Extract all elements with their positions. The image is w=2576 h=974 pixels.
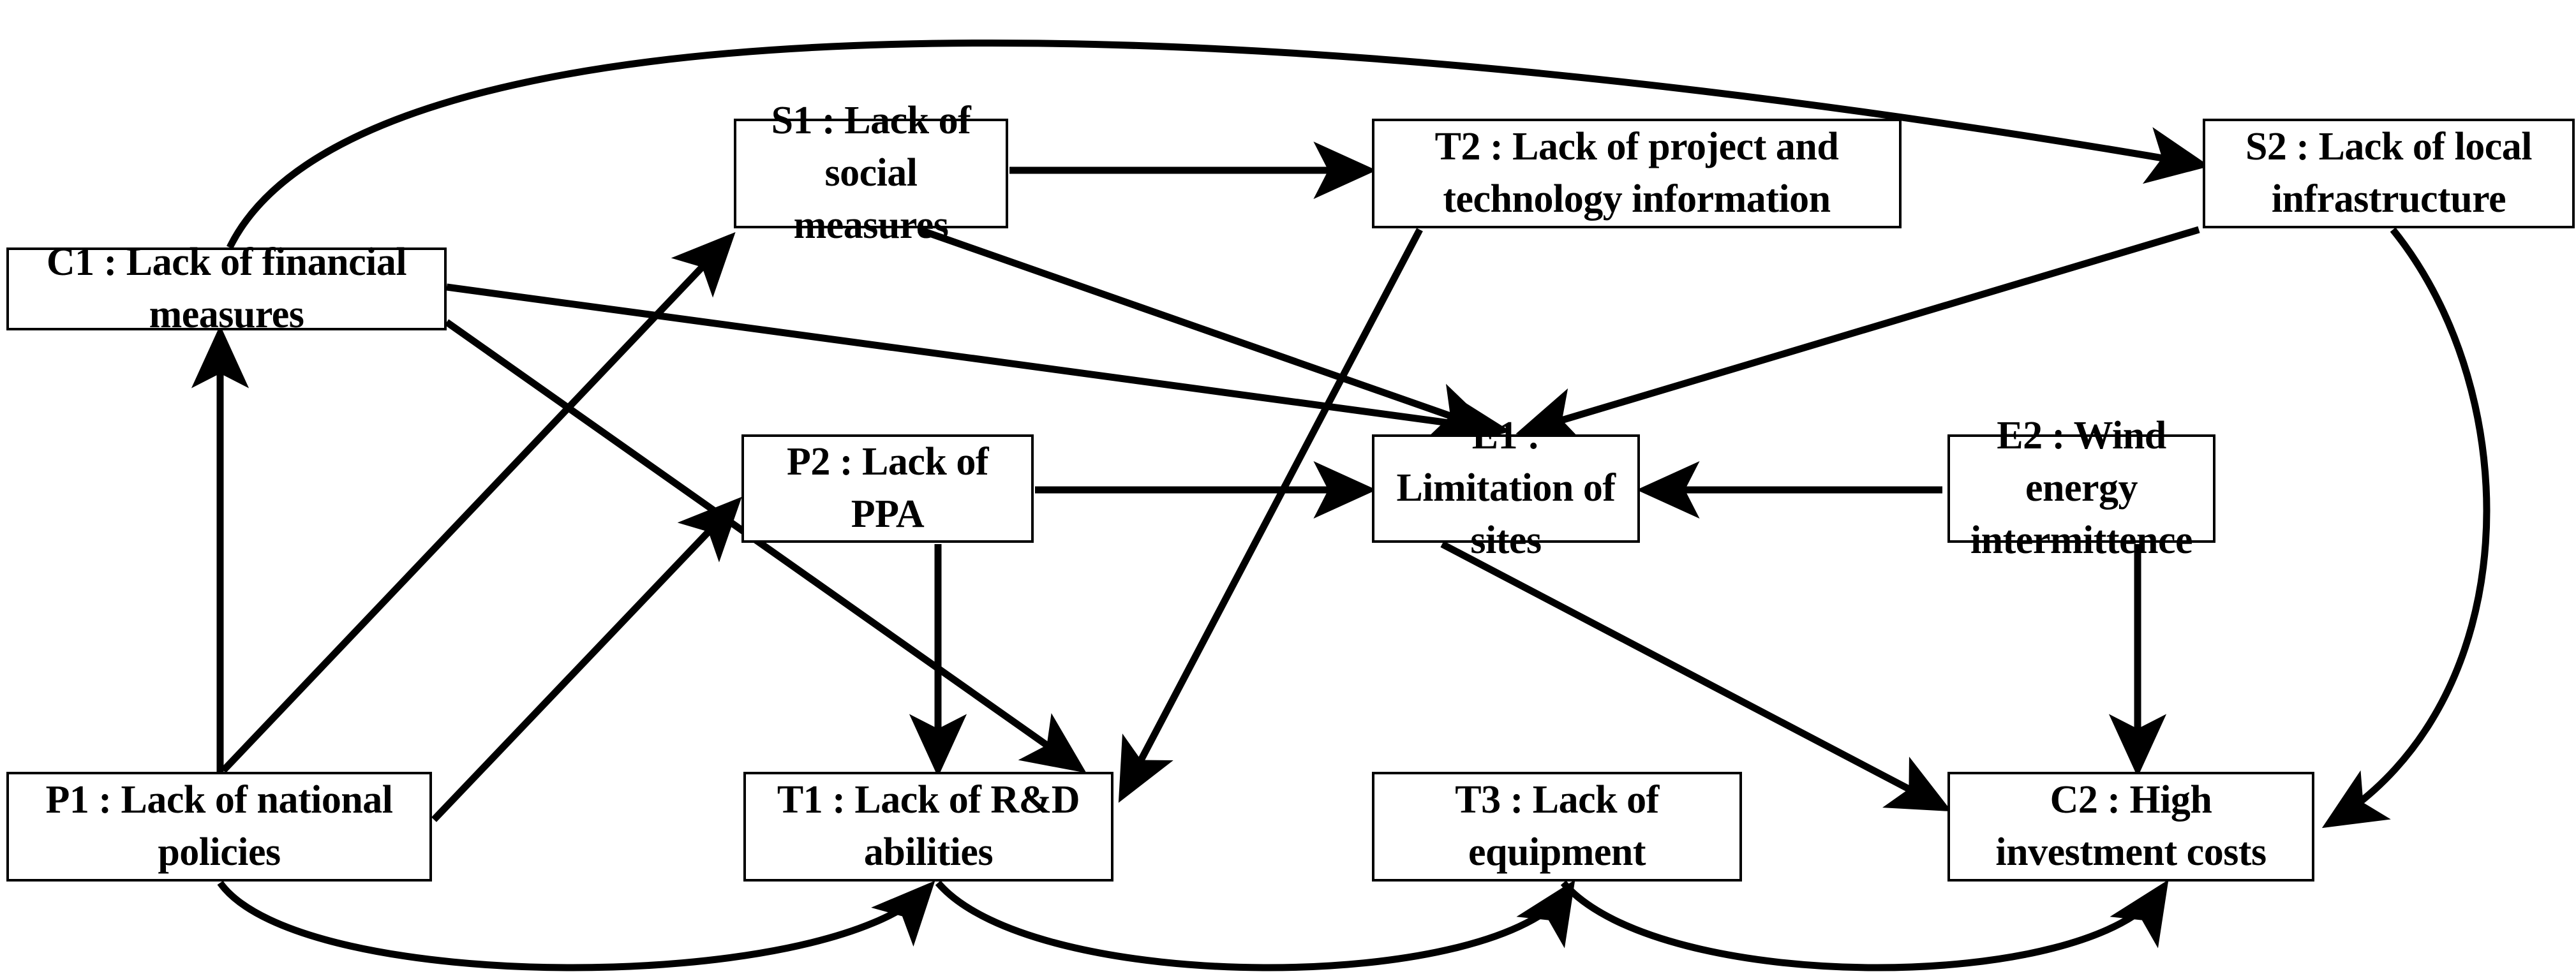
edge-p1-s1 [221, 232, 736, 773]
node-t1[interactable]: T1 : Lack of R&D abilities [743, 772, 1113, 882]
node-t2-label: T2 : Lack of project and technology info… [1434, 125, 1839, 221]
edge-t1-t3 [935, 880, 1575, 971]
node-t1-label: T1 : Lack of R&D abilities [777, 778, 1080, 874]
edge-c1-t1 [444, 319, 1087, 773]
node-e1[interactable]: E1 : Limitation of sites [1372, 414, 1640, 562]
edge-s2-e1 [1515, 226, 2200, 444]
node-e2[interactable]: E2 : Wind energy intermittence [1947, 414, 2215, 562]
node-e1-label: E1 : Limitation of sites [1396, 414, 1616, 562]
node-c1[interactable]: C1 : Lack of financial measures [6, 240, 447, 336]
node-p1[interactable]: P1 : Lack of national policies [6, 772, 432, 882]
node-c2[interactable]: C2 : High investment costs [1947, 772, 2314, 882]
node-p2[interactable]: P2 : Lack of PPA [741, 434, 1034, 543]
edge-t3-c2 [1560, 880, 2169, 971]
node-p2-label: P2 : Lack of PPA [786, 440, 989, 536]
node-t3-label: T3 : Lack of equipment [1455, 778, 1659, 874]
edge-p1-p2 [431, 496, 742, 822]
node-c1-label: C1 : Lack of financial measures [46, 240, 407, 336]
edge-s2-c2 [2321, 227, 2490, 829]
node-p1-label: P1 : Lack of national policies [45, 778, 393, 874]
node-t2[interactable]: T2 : Lack of project and technology info… [1372, 119, 1902, 228]
node-s1-label: S1 : Lack of social measures [771, 99, 971, 247]
node-c2-label: C2 : High investment costs [1995, 778, 2267, 874]
edge-s1-e1 [918, 226, 1496, 438]
edge-c1-e1 [446, 283, 1511, 452]
edge-t2-t1 [1118, 228, 1423, 803]
edge-p1-t1 [217, 880, 935, 971]
node-s2-label: S2 : Lack of local infrastructure [2245, 125, 2533, 221]
edge-c1-s2 [227, 39, 2210, 249]
node-t3[interactable]: T3 : Lack of equipment [1372, 772, 1742, 882]
node-s1[interactable]: S1 : Lack of social measures [734, 99, 1008, 247]
node-e2-label: E2 : Wind energy intermittence [1970, 414, 2193, 562]
node-s2[interactable]: S2 : Lack of local infrastructure [2203, 119, 2575, 228]
edge-e1-c2 [1440, 541, 1952, 812]
